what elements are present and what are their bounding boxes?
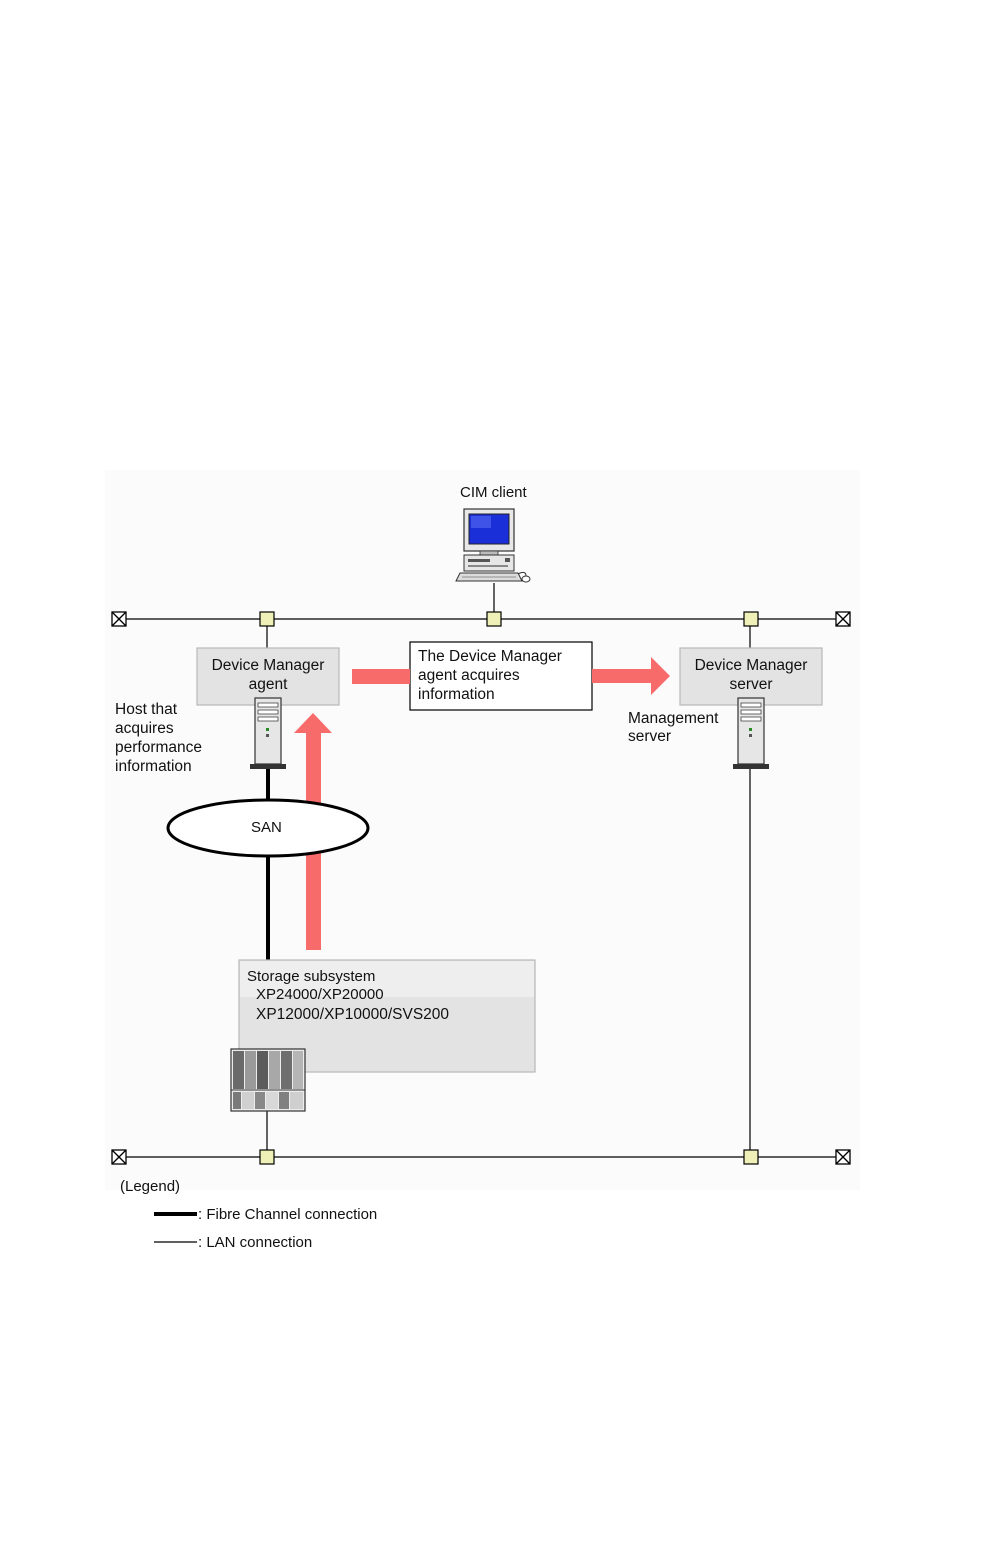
host-label: Host that acquires performance informati… [115, 700, 202, 776]
flow-arrow-info-to-server [592, 657, 670, 695]
lan-port-icon [259, 611, 275, 627]
legend-title: (Legend) [120, 1178, 181, 1195]
host-server-tower-icon [250, 697, 286, 769]
info-box [409, 641, 593, 711]
host-label-line: information [115, 758, 192, 775]
san-ellipse [166, 798, 370, 858]
flow-arrow-agent-to-info [352, 669, 410, 684]
legend-fibre-label: : Fibre Channel connection [198, 1206, 378, 1223]
agent-label-line1: Device Manager [211, 657, 325, 674]
cim-client-label: CIM client [460, 484, 527, 501]
host-label-line: Host that [115, 701, 178, 718]
device-manager-server-label: Device Manager server [680, 656, 822, 694]
mgmt-label-line: server [628, 728, 672, 745]
management-server-label: Management server [628, 710, 718, 746]
mgmt-label-line: Management [628, 710, 719, 727]
storage-title: Storage subsystem [247, 968, 376, 985]
server-label-line1: Device Manager [694, 657, 808, 674]
san-label: SAN [251, 819, 282, 836]
cim-client-computer-icon [455, 508, 531, 583]
storage-box-header [240, 961, 534, 997]
host-label-line: acquires [115, 720, 174, 737]
info-line: The Device Manager [418, 648, 562, 665]
terminator-icon [835, 1149, 851, 1165]
host-label-line: performance [115, 739, 203, 756]
terminator-icon [111, 1149, 127, 1165]
lan-port-icon [259, 1149, 275, 1165]
management-server-tower-icon [733, 697, 769, 769]
legend-lan-label: : LAN connection [198, 1234, 313, 1251]
server-label-line2: server [729, 676, 773, 693]
lan-port-icon [743, 611, 759, 627]
device-manager-agent-box [196, 647, 340, 706]
agent-label-line2: agent [248, 676, 288, 693]
info-line: agent acquires [418, 667, 520, 684]
info-line: information [418, 686, 495, 703]
storage-models-2: XP12000/XP10000/SVS200 [256, 1006, 450, 1023]
lan-port-icon [743, 1149, 759, 1165]
terminator-icon [111, 611, 127, 627]
terminator-icon [835, 611, 851, 627]
device-manager-agent-label: Device Manager agent [197, 656, 339, 694]
info-box-text: The Device Manager agent acquires inform… [418, 647, 562, 704]
storage-array-icon [230, 1048, 306, 1112]
storage-models-1: XP24000/XP20000 [256, 986, 384, 1003]
lan-port-icon [486, 611, 502, 627]
